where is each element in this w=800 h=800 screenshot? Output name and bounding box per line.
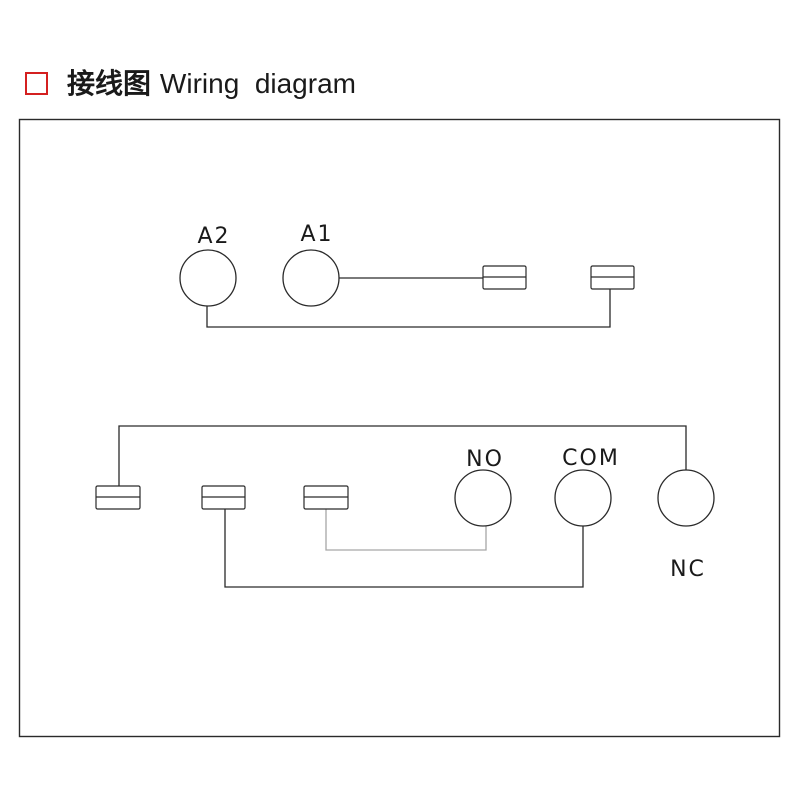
wire-a2-to-connector — [206, 289, 611, 328]
label-a1: A1 — [300, 222, 333, 247]
connector-top-1 — [482, 265, 527, 290]
terminal-a1 — [282, 249, 340, 307]
title-chinese: 接线图 — [67, 67, 152, 100]
header-square-icon — [25, 72, 48, 95]
label-com: COM — [562, 446, 620, 471]
label-no: NO — [466, 447, 504, 472]
page-title: 接线图 Wiring diagram — [67, 66, 356, 102]
terminal-com — [554, 469, 612, 527]
terminal-a2 — [179, 249, 237, 307]
diagram-frame — [18, 118, 781, 738]
title-english: Wiring diagram — [159, 68, 356, 99]
wire-connector-to-no — [325, 509, 487, 551]
label-nc: NC — [670, 557, 706, 582]
terminal-nc — [657, 469, 715, 527]
connector-bottom-3 — [303, 485, 349, 510]
connector-bottom-2 — [201, 485, 246, 510]
wire-connector-to-com — [224, 509, 584, 588]
terminal-no — [454, 469, 512, 527]
connector-bottom-1 — [95, 485, 141, 510]
label-a2: A2 — [197, 224, 230, 249]
wire-connector-to-nc — [118, 425, 687, 486]
connector-top-2 — [590, 265, 635, 290]
